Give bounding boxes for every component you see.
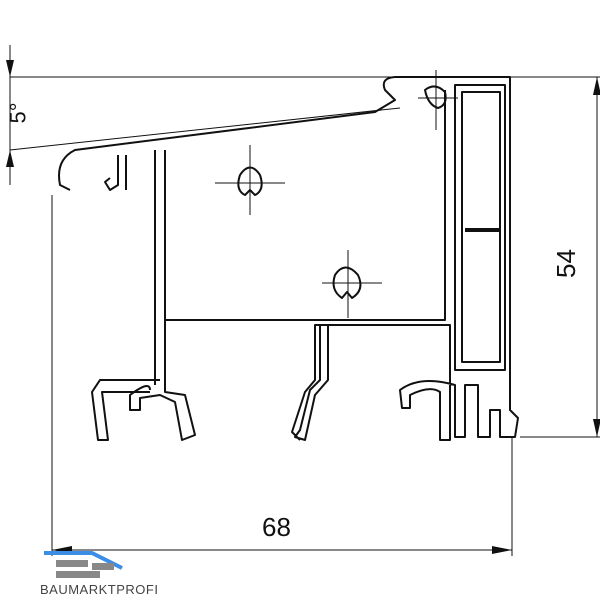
baumarktprofi-logo-mark (44, 551, 123, 578)
screw-channel (322, 250, 382, 318)
width-dimension-label: 68 (262, 512, 291, 542)
logo-text: BAUMARKTPROFI (40, 582, 159, 597)
screw-channel (215, 145, 285, 215)
dimension-arrows (6, 60, 600, 554)
screw-channel (418, 70, 458, 130)
height-dimension-label: 54 (550, 249, 581, 278)
angle-dimension-label: 5° (5, 102, 31, 124)
profile-outline (58, 76, 519, 441)
